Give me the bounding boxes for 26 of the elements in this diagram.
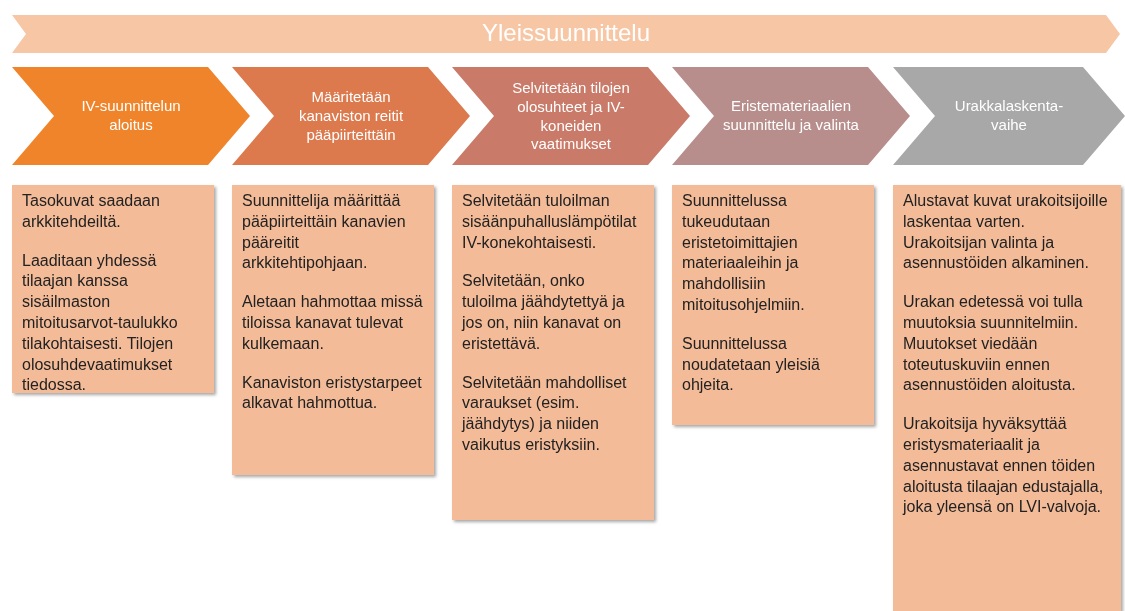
note-card <box>452 185 654 520</box>
note-text: Urakoitsija hyväksyttää eristysmateriaalit ja asennustavat ennen töiden aloitusta tilaajan edustajalla, joka yleensä on LVI-valvoja. <box>903 414 1105 518</box>
note-text: Aletaan hahmottaa missä tiloissa kanavat tulevat kulkemaan. <box>242 292 424 354</box>
step-label: Urakkalaskenta-vaihe <box>953 97 1065 135</box>
note-text: Selvitetään, onko tuloilma jäähdytettyä ja jos on, niin kanavat on eristettävä. <box>462 271 626 354</box>
note-card <box>672 185 874 425</box>
note-text: Suunnittelija määrittää pääpiirteittäin kanavien pääreitit arkkitehtipohjaan. <box>242 191 407 274</box>
note-text: Kanaviston eristystarpeet alkavat hahmottua. <box>242 372 423 414</box>
note-text: Suunnittelussa noudatetaan yleisiä ohjeita. <box>682 333 821 396</box>
note-text: Selvitetään tuloilman sisäänpuhalluslämpötilat IV-konekohtaisesti. <box>462 191 638 253</box>
note-text: Alustavat kuvat urakoitsijoille laskentaa varten. <box>903 191 1109 232</box>
step-label: Eristemateriaalien suunnittelu ja valinta <box>722 97 860 135</box>
title: Yleissuunnittelu <box>480 19 652 47</box>
note-card <box>232 185 434 475</box>
note-text: Tasokuvat saadaan arkkitehdeiltä. <box>22 191 161 232</box>
note-card <box>893 185 1121 611</box>
note-text: Urakoitsijan valinta ja asennustöiden alkaminen. <box>903 232 1090 274</box>
note-text: Laaditaan yhdessä tilaajan kanssa sisäilmaston mitoitusarvot-taulukko tilakohtaisesti. Tilojen olosuhdevaatimukset tiedossa. <box>22 250 179 396</box>
note-text: Selvitetään mahdolliset varaukset (esim. jäähdytys) ja niiden vaikutus eristyksiin. <box>462 372 628 455</box>
step-label: Määritetään kanaviston reitit pääpiirteittäin <box>297 87 405 145</box>
note-card <box>12 185 214 393</box>
process-step <box>893 67 1125 165</box>
note-text: Urakan edetessä voi tulla muutoksia suunnitelmiin. Muutokset viedään toteutuskuviin ennen asennustöiden aloitusta. <box>903 292 1084 396</box>
step-label: IV-suunnittelun aloitus <box>80 97 182 135</box>
note-text: Suunnittelussa tukeudutaan eristetoimittajien materiaaleihin ja mahdollisiin mitoitusohjelmiin. <box>682 191 806 315</box>
step-label: Selvitetään tilojen olosuhteet ja IV-koneiden vaatimukset <box>511 78 631 154</box>
